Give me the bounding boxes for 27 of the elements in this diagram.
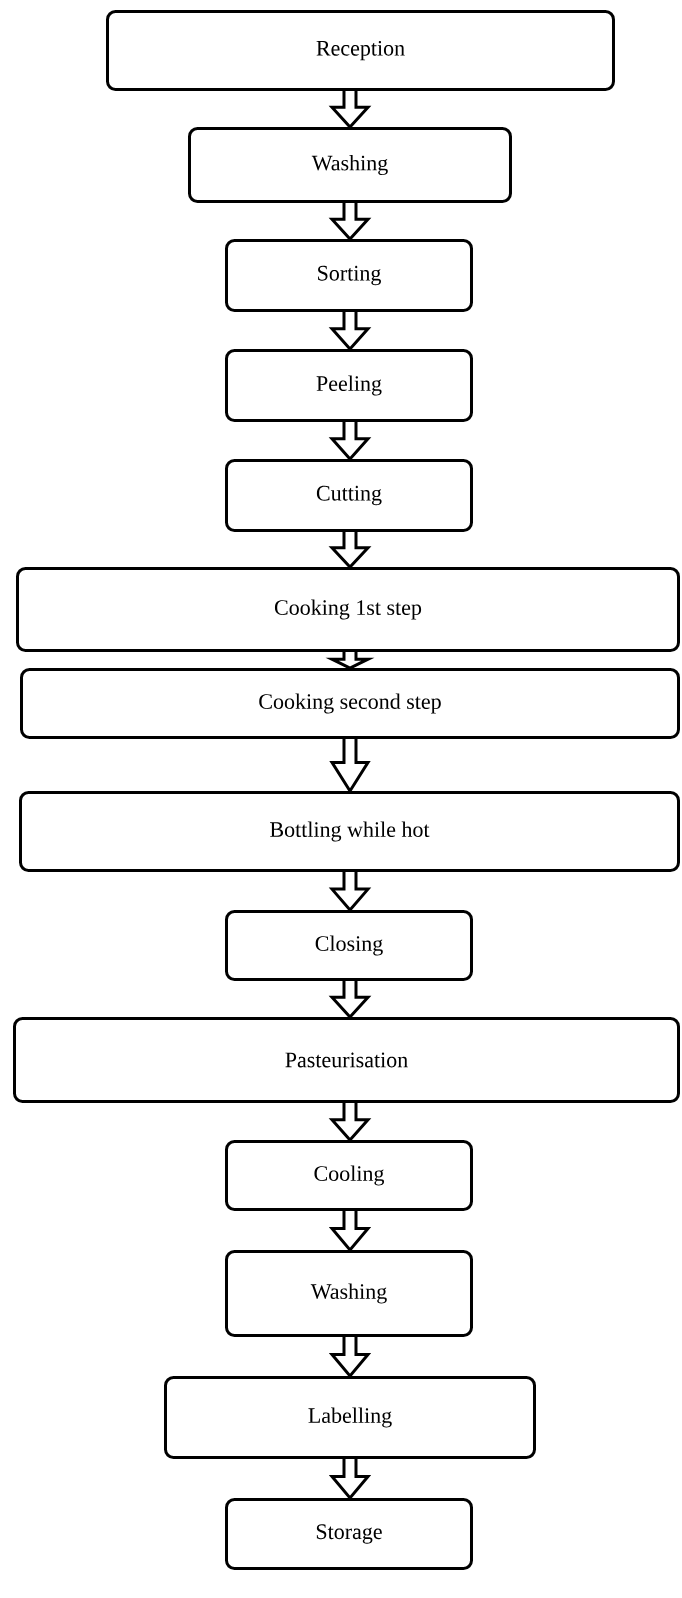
process-box: Cooling xyxy=(225,1140,473,1211)
block-arrow xyxy=(328,530,372,570)
process-box: Closing xyxy=(225,910,473,981)
process-box: Labelling xyxy=(164,1376,536,1459)
process-box: Sorting xyxy=(225,239,473,312)
block-arrow xyxy=(325,650,375,670)
block-arrow xyxy=(328,979,372,1020)
block-arrow xyxy=(328,420,372,462)
process-box: Washing xyxy=(188,127,512,203)
block-arrow xyxy=(328,1457,372,1501)
process-box: Cooking second step xyxy=(20,668,680,739)
block-arrow xyxy=(328,310,372,352)
process-box: Washing xyxy=(225,1250,473,1337)
process-box: Reception xyxy=(106,10,615,91)
block-arrow xyxy=(328,1101,372,1143)
process-box: Peeling xyxy=(225,349,473,422)
process-box: Cutting xyxy=(225,459,473,532)
process-box: Storage xyxy=(225,1498,473,1570)
process-box: Pasteurisation xyxy=(13,1017,680,1103)
block-arrow xyxy=(329,737,371,794)
block-arrow xyxy=(328,201,372,242)
block-arrow xyxy=(328,870,372,913)
block-arrow xyxy=(328,89,372,130)
block-arrow xyxy=(328,1209,372,1253)
process-box: Bottling while hot xyxy=(19,791,680,872)
block-arrow xyxy=(328,1335,372,1379)
process-box: Cooking 1st step xyxy=(16,567,680,652)
